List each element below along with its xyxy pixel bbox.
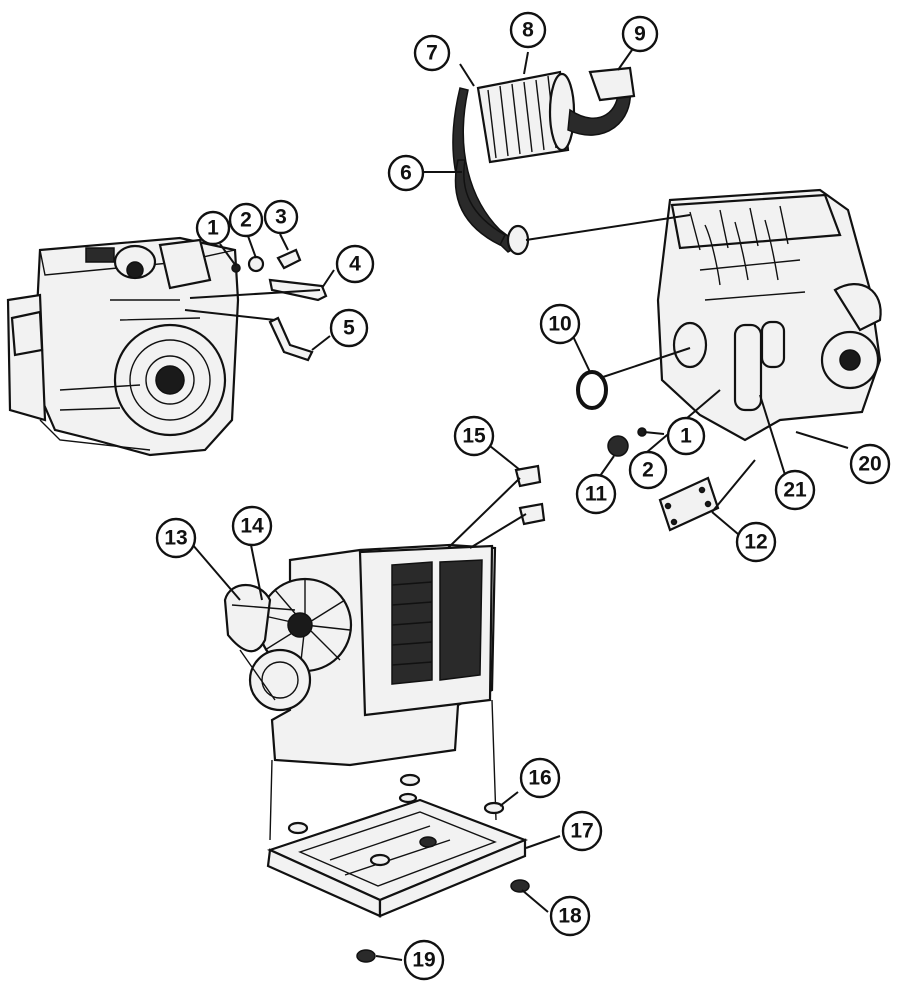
callout-label: 21	[783, 479, 807, 502]
callout-label: 7	[426, 42, 438, 65]
air-cleaner-illustration	[452, 66, 636, 256]
mount-parts-15	[447, 464, 546, 549]
callout-9: 9	[621, 15, 659, 53]
callout-label: 6	[400, 162, 412, 185]
callout-1-top-left: 1	[195, 210, 231, 246]
callout-10: 10	[539, 303, 581, 345]
callout-label: 8	[522, 19, 534, 42]
base-frame-part-17	[266, 798, 528, 918]
callout-label: 4	[349, 253, 361, 276]
callout-6: 6	[387, 154, 425, 192]
callout-label: 20	[858, 453, 881, 476]
callout-label: 9	[634, 23, 646, 46]
callout-1-right: 1	[666, 416, 706, 456]
callout-label: 10	[548, 313, 571, 336]
o-ring-part-10	[576, 370, 608, 410]
callout-20: 20	[849, 443, 891, 485]
callout-21: 21	[774, 469, 816, 511]
rubber-mount-part-18	[510, 879, 530, 893]
callout-label: 15	[462, 425, 486, 448]
callout-label: 5	[343, 317, 355, 340]
callout-4: 4	[335, 244, 375, 284]
callout-label: 2	[240, 209, 252, 232]
callout-label: 17	[570, 820, 593, 843]
callout-label: 12	[744, 531, 767, 554]
right-engine-illustration	[656, 188, 882, 442]
callout-label: 16	[528, 767, 551, 790]
callout-label: 19	[412, 949, 435, 972]
callout-2-right: 2	[628, 450, 668, 490]
callout-label: 11	[585, 483, 608, 506]
filter-part-11	[607, 427, 647, 457]
leader-lines	[191, 49, 849, 961]
callout-2-top-left: 2	[228, 202, 264, 238]
cooling-unit-illustration	[223, 543, 497, 841]
left-engine-illustration	[6, 236, 240, 457]
callout-12: 12	[735, 521, 777, 563]
callout-11: 11	[575, 473, 617, 515]
callout-label: 1	[680, 425, 692, 448]
callout-8: 8	[509, 11, 547, 49]
callout-label: 18	[558, 905, 582, 928]
bracket-part-5	[184, 309, 314, 362]
callout-label: 1	[207, 217, 219, 240]
bracket-part-4	[189, 278, 328, 302]
callout-7: 7	[413, 34, 451, 72]
callout-15: 15	[453, 415, 495, 457]
mount-pads-part-16	[287, 773, 505, 867]
cover-plate-part-12	[658, 476, 720, 532]
callout-19: 19	[403, 939, 445, 981]
callout-13: 13	[155, 517, 197, 559]
callout-5: 5	[329, 308, 369, 348]
callout-18: 18	[549, 895, 591, 937]
callout-label: 2	[642, 459, 654, 482]
callout-label: 14	[240, 515, 264, 538]
callout-3: 3	[263, 199, 299, 235]
callout-16: 16	[519, 757, 561, 799]
callout-17: 17	[561, 810, 603, 852]
callout-label: 3	[275, 206, 287, 229]
callout-label: 13	[164, 527, 187, 550]
fitting-parts-1-2-3	[231, 248, 302, 273]
callout-14: 14	[231, 505, 273, 547]
rubber-mount-part-19	[356, 949, 376, 963]
